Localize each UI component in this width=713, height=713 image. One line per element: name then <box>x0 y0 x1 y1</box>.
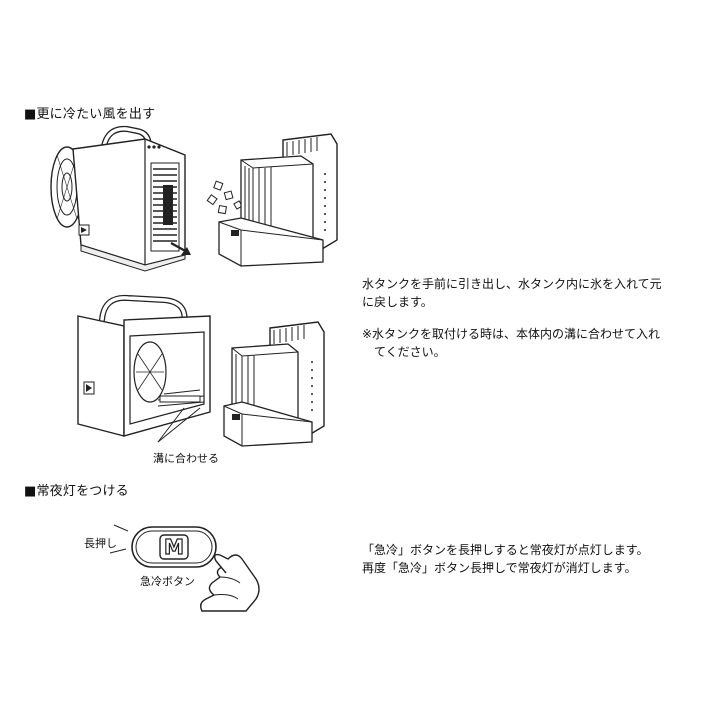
cool-wind-note: ※水タンクを取付ける時は、本体内の溝に合わせて入れ てください。 <box>362 327 661 359</box>
open-unit-icon <box>77 294 211 443</box>
pull-arrow-icon <box>170 242 191 255</box>
groove-label: 溝に合わせる <box>153 452 219 465</box>
fan-unit-icon <box>50 125 191 272</box>
cool-wind-instruction: 水タンクを手前に引き出し、水タンク内に氷を入れて元 に戻します。 <box>362 277 662 309</box>
button-caption: 急冷ボタン <box>140 575 195 588</box>
button-m-letter: M <box>164 535 184 559</box>
section-heading-night-light: ■常夜灯をつける <box>24 484 129 499</box>
ice-cubes-icon <box>206 180 243 215</box>
night-light-instruction: 「急冷」ボタンを長押しすると常夜灯が点灯します。 再度「急冷」ボタン長押しで常夜… <box>362 543 649 575</box>
long-press-label: 長押し <box>84 537 117 550</box>
water-tank-icon <box>223 321 325 447</box>
water-tank-icon <box>206 133 338 267</box>
hand-press-icon: M <box>109 524 260 612</box>
section-heading-cool-wind: ■更に冷たい風を出す <box>24 107 156 122</box>
